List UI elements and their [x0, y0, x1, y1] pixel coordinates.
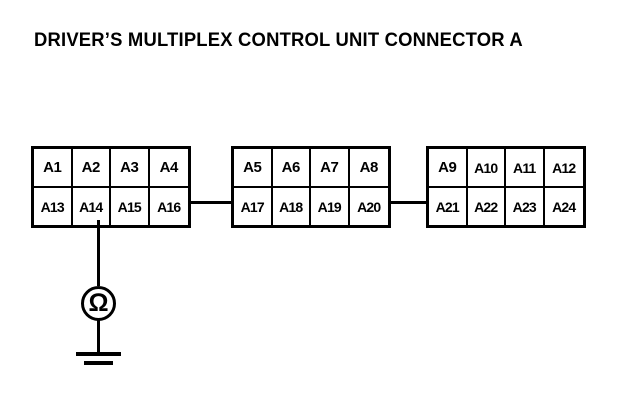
pin-cell-a10: A10 [468, 149, 507, 186]
pin-cell-a1: A1 [34, 149, 73, 186]
pin-row-top: A5 A6 A7 A8 [234, 149, 388, 188]
pin-cell-a21: A21 [429, 188, 468, 225]
connector-block-1: A1 A2 A3 A4 A13 A14 A15 A16 [31, 146, 191, 228]
pin-cell-a24: A24 [552, 198, 576, 215]
pin-cell-a20: A20 [357, 198, 381, 215]
pin-row-bottom: A13 A14 A15 A16 [34, 188, 188, 225]
connector-block-3: A9 A10 A11 A12 A21 A22 A23 A24 [426, 146, 586, 228]
page-title: DRIVER’S MULTIPLEX CONTROL UNIT CONNECTO… [34, 30, 523, 51]
pin-cell-a16: A16 [157, 198, 181, 215]
connector-block-2: A5 A6 A7 A8 A17 A18 A19 A20 [231, 146, 391, 228]
pin-cell-a18: A18 [273, 188, 312, 225]
pin-cell-a12: A12 [552, 159, 576, 176]
pin-row-bottom: A21 A22 A23 A24 [429, 188, 583, 225]
meter-lead-upper [97, 220, 100, 286]
pin-cell-a15: A15 [111, 188, 150, 225]
pin-cell-a5: A5 [234, 149, 273, 186]
pin-cell-a22: A22 [468, 188, 507, 225]
ground-icon-bar-1 [76, 352, 121, 356]
pin-cell-a9: A9 [429, 149, 468, 186]
pin-cell-a8: A8 [359, 159, 379, 176]
wire-block2-block3 [388, 201, 429, 204]
pin-cell-a17: A17 [234, 188, 273, 225]
pin-cell-a11: A11 [506, 149, 545, 186]
ohmmeter-icon: Ω [81, 286, 116, 321]
pin-row-bottom: A17 A18 A19 A20 [234, 188, 388, 225]
pin-cell-a2: A2 [73, 149, 112, 186]
pin-cell-a13: A13 [34, 188, 73, 225]
omega-symbol: Ω [88, 288, 109, 317]
pin-cell-a19: A19 [311, 188, 350, 225]
pin-cell-a6: A6 [273, 149, 312, 186]
pin-cell-a14: A14 [73, 188, 112, 225]
pin-row-top: A9 A10 A11 A12 [429, 149, 583, 188]
pin-cell-a7: A7 [311, 149, 350, 186]
ground-icon-bar-2 [84, 361, 113, 365]
meter-lead-lower [97, 320, 100, 353]
pin-row-top: A1 A2 A3 A4 [34, 149, 188, 188]
wire-block1-block2 [188, 201, 234, 204]
pin-cell-a4: A4 [159, 159, 179, 176]
pin-cell-a23: A23 [506, 188, 545, 225]
pin-cell-a3: A3 [111, 149, 150, 186]
